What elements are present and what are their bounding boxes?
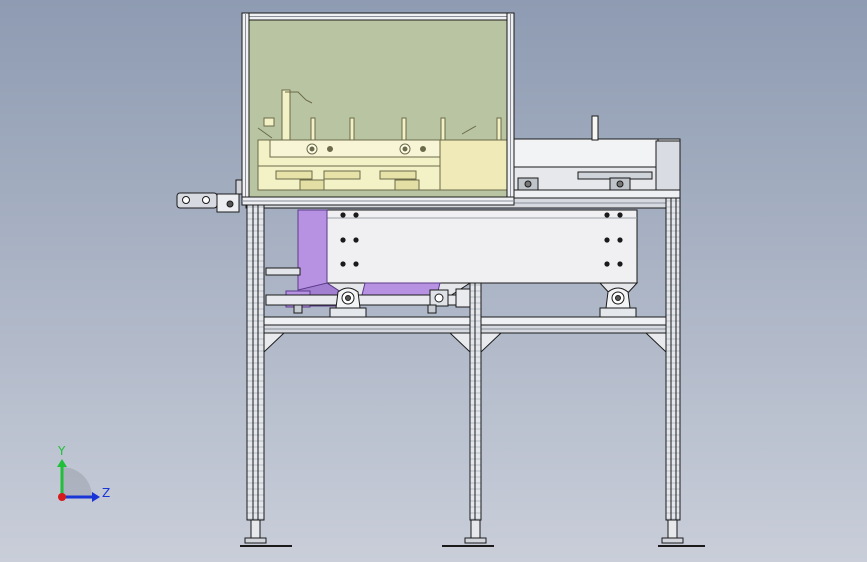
left-actuator-bracket bbox=[176, 179, 247, 213]
clamp-fixture bbox=[257, 89, 511, 191]
triad-y-label: Y bbox=[57, 444, 66, 458]
rear-conveyor-table bbox=[511, 115, 681, 192]
leg-middle bbox=[442, 282, 494, 547]
triad-z-label: Z bbox=[102, 486, 110, 500]
pillow-block-left bbox=[329, 287, 367, 318]
triad-x-axis bbox=[58, 493, 66, 501]
coordinate-triad-icon: Y Z bbox=[57, 444, 110, 502]
lower-frame-beams bbox=[263, 316, 667, 334]
leg-left bbox=[240, 197, 292, 547]
leg-right bbox=[658, 197, 705, 547]
pillow-block-right bbox=[599, 287, 637, 318]
guard-frame bbox=[241, 12, 515, 206]
hopper-bolts bbox=[340, 212, 623, 267]
guard-enclosure bbox=[241, 12, 515, 206]
